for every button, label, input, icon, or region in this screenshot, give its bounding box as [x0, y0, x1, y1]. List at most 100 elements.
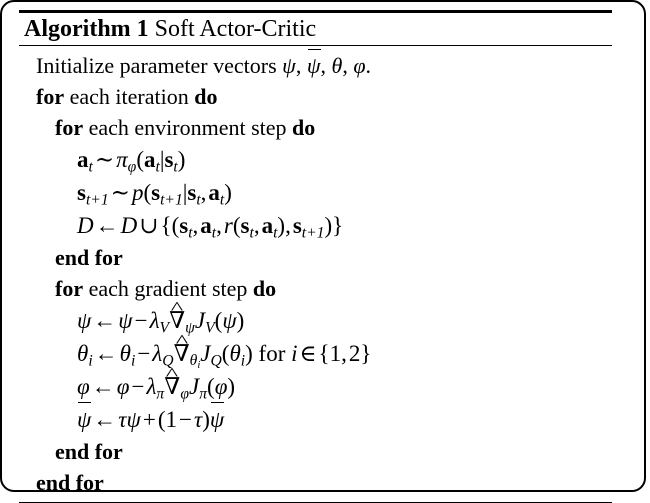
nabla-hat-icon-3: ∇	[164, 370, 180, 403]
symbol-s-next: s	[77, 180, 86, 205]
subscript-t-6: t	[188, 224, 193, 242]
symbol-tau-2: τ	[193, 407, 203, 432]
subscript-V-2: V	[205, 319, 215, 337]
paren-close-3: )	[277, 213, 286, 238]
each-label-grad-step: each	[88, 276, 129, 301]
symbol-a-4: a	[200, 213, 212, 238]
brace-close-1: }	[332, 213, 344, 238]
symbol-a-3: a	[208, 180, 220, 205]
comma-3: ,	[342, 53, 348, 78]
subscript-pi: π	[156, 385, 165, 403]
gradient-step-label: gradient step	[134, 276, 248, 301]
symbol-psi-bar-lhs: ψ	[77, 401, 92, 436]
operator-minus-1: −	[134, 308, 148, 333]
subscript-theta: θ	[189, 352, 198, 370]
value-one: 1	[329, 341, 342, 366]
keyword-for-grad-step: for	[55, 276, 84, 301]
brace-open-2: {	[318, 341, 330, 366]
paren-open-4: (	[232, 213, 241, 238]
symbol-psi-lhs: ψ	[77, 308, 92, 333]
symbol-psi-arg: ψ	[222, 308, 237, 333]
operator-assign-1: ←	[95, 213, 119, 238]
value-two: 2	[348, 341, 361, 366]
subscript-t-8: t	[249, 224, 254, 242]
symbol-J-pi: J	[188, 374, 200, 399]
each-label-iteration: each	[69, 84, 110, 109]
subscript-phi-2: φ	[180, 385, 189, 403]
page-frame: Algorithm 1 Soft Actor-Critic Initialize…	[0, 0, 646, 492]
symbol-a-2: a	[143, 147, 156, 172]
subscript-t-plus-1-3: t+1	[301, 224, 325, 242]
keyword-for-env-step: for	[55, 115, 84, 140]
symbol-s-3: s	[179, 213, 189, 238]
symbol-psi-bar: ψ	[307, 48, 321, 81]
symbol-lambda-q: λ	[152, 341, 163, 366]
operator-mid-1: |	[159, 147, 165, 172]
paren-close-1: )	[177, 147, 186, 172]
symbol-theta-lhs: θ	[77, 341, 89, 366]
subscript-Q-2: Q	[210, 352, 222, 370]
iteration-label: iteration	[115, 84, 189, 109]
operator-minus-2: −	[137, 341, 151, 366]
subscript-phi: φ	[127, 158, 137, 176]
keyword-end-for-grad: end for	[55, 439, 123, 464]
symbol-lambda-pi: λ	[146, 374, 157, 399]
subscript-t-plus-1-2: t+1	[160, 191, 183, 209]
keyword-end-for-iteration: end for	[36, 470, 104, 495]
symbol-s-4: s	[240, 213, 250, 238]
each-label-env-step: each	[88, 115, 129, 140]
subscript-i-3: i	[197, 360, 201, 372]
symbol-psi: ψ	[282, 53, 296, 78]
line-update-theta: θi←θi−λQ∇θiJQ(θi) for i∈{1,2}	[19, 337, 612, 372]
line-end-for-env: end for	[19, 242, 612, 273]
line-for-grad-step: for each gradient step do	[19, 273, 612, 304]
algorithm-top-rule	[19, 10, 612, 13]
symbol-s-next-2: s	[151, 180, 161, 205]
symbol-psi-bar-rhs: ψ	[210, 401, 225, 436]
symbol-J-v: J	[194, 308, 206, 333]
symbol-cal-D-2: D	[120, 213, 138, 238]
algorithm-body: Initialize parameter vectors ψ, ψ, θ, φ.…	[19, 46, 612, 498]
line-for-iteration: for each iteration do	[19, 81, 612, 112]
symbol-pi: π	[116, 147, 128, 172]
subscript-t: t	[88, 158, 93, 176]
comma-6: ,	[216, 213, 222, 238]
keyword-do-iteration: do	[194, 84, 218, 109]
subscript-t-5: t	[219, 191, 225, 209]
line-end-for-grad: end for	[19, 436, 612, 467]
value-one-2: 1	[165, 407, 177, 432]
operator-sim-2: ∼	[110, 180, 130, 205]
keyword-do-env-step: do	[292, 115, 316, 140]
operator-in: ∈	[299, 341, 317, 366]
symbol-s-2: s	[187, 180, 197, 205]
symbol-theta-arg: θ	[229, 341, 241, 366]
environment-step-label: environment step	[134, 115, 287, 140]
paren-close-5: )	[236, 308, 245, 333]
symbol-phi-arg: φ	[214, 374, 228, 399]
comma-4: ,	[200, 180, 207, 205]
symbol-tau: τ	[118, 407, 127, 432]
paren-open-3: (	[171, 213, 180, 238]
paren-close-6: )	[245, 341, 253, 366]
paren-open-8: (	[157, 407, 166, 432]
line-sample-state: st+1∼p(st+1|st,at)	[19, 176, 612, 209]
line-replay-buffer: D←D∪{(st,at,r(st,at),st+1)}	[19, 209, 612, 242]
symbol-r: r	[223, 213, 233, 238]
symbol-cal-D: D	[77, 213, 94, 238]
symbol-theta-rhs: θ	[119, 341, 131, 366]
subscript-t-plus-1: t+1	[85, 191, 109, 209]
symbol-s: s	[164, 147, 174, 172]
subscript-psi: ψ	[185, 319, 195, 337]
operator-assign-2: ←	[93, 308, 117, 333]
operator-plus: +	[142, 407, 156, 432]
comma-8: ,	[285, 213, 291, 238]
operator-assign-4: ←	[91, 374, 115, 399]
symbol-a: a	[77, 147, 89, 172]
paren-close-8: )	[202, 407, 210, 432]
line-update-psi-bar: ψ←τψ+(1−τ)ψ	[19, 401, 612, 436]
keyword-end-for-env: end for	[55, 245, 123, 270]
symbol-a-5: a	[261, 213, 274, 238]
symbol-J-q: J	[200, 341, 211, 366]
symbol-i: i	[291, 341, 298, 366]
line-sample-action: at∼πφ(at|st)	[19, 143, 612, 176]
